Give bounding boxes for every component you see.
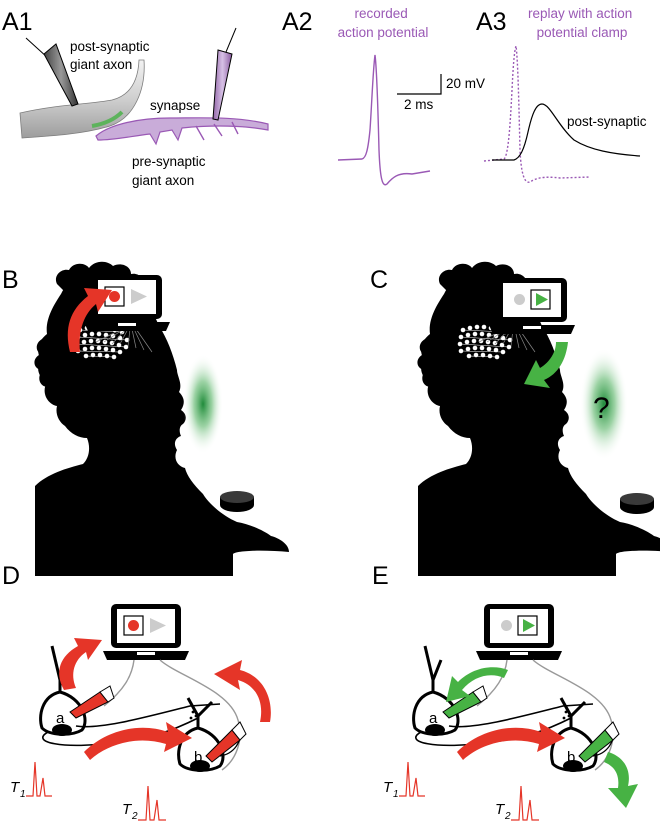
label-post-synaptic-trace: post-synaptic [567, 114, 647, 129]
green-glow [183, 354, 223, 454]
post-synaptic-trace [492, 103, 641, 161]
curved-arrow-icon [214, 660, 271, 722]
pre-synaptic-axon-illustration [95, 117, 269, 146]
record-button-icon [109, 291, 120, 302]
laptop-icon [489, 278, 575, 334]
panel-label-a2: A2 [282, 8, 313, 36]
cell-b-label: b [194, 749, 202, 766]
panel-a1: A1 post-synaptic giant axon synapse pre-… [2, 8, 269, 188]
post-synaptic-axon-illustration [19, 59, 145, 139]
title-a3: replay with action potential clamp [528, 6, 636, 40]
electrode-icon [69, 685, 115, 719]
cable-bundle [95, 328, 153, 353]
action-potential-clamp-trace [483, 45, 591, 183]
panel-a2: A2 recorded action potential 20 mV 2 ms [282, 6, 485, 186]
question-mark: ? [593, 392, 610, 425]
panel-label-e: E [372, 562, 389, 590]
scale-label-ms: 2 ms [404, 97, 434, 112]
curved-arrow-icon [524, 342, 568, 388]
t2-subscript: 2 [504, 811, 511, 822]
play-button-icon [523, 619, 535, 632]
record-button-icon [514, 294, 525, 305]
panel-label-b: B [2, 266, 19, 294]
green-glow [580, 348, 628, 460]
timing-trace-t1: T 1 [10, 761, 52, 800]
electrode-icon [578, 721, 620, 763]
panel-c: C ? [370, 261, 660, 576]
curved-arrow-icon [446, 667, 508, 702]
play-button-icon [536, 293, 548, 306]
electrode-icon [25, 37, 79, 107]
panel-label-a1: A1 [2, 8, 33, 36]
record-button-icon [128, 620, 139, 631]
label-pre-synaptic-axon: pre-synaptic giant axon [132, 154, 209, 188]
play-button-icon [150, 618, 166, 633]
timing-trace-t1: T 1 [383, 761, 425, 800]
curved-arrow-icon [84, 722, 192, 760]
curved-arrow-icon [457, 722, 565, 760]
title-a2: recorded action potential [338, 6, 429, 40]
panel-d: D a b T 1 T [2, 562, 271, 822]
laptop-icon [476, 604, 562, 660]
electrode-icon [205, 721, 247, 763]
panel-e: E a b T 1 T [372, 562, 638, 822]
play-button-icon [131, 289, 147, 304]
t1-subscript: 1 [20, 789, 26, 800]
laptop-icon [103, 604, 189, 660]
t1-subscript: 1 [393, 789, 399, 800]
wire [159, 659, 241, 771]
cell-a-label: a [56, 710, 65, 727]
t2-subscript: 2 [131, 811, 138, 822]
panel-b: B [2, 261, 289, 576]
curved-arrow-icon [67, 288, 112, 352]
t1-label: T [10, 779, 21, 796]
t2-label: T [122, 801, 133, 818]
scale-label-mv: 20 mV [446, 76, 485, 91]
cell-a-label: a [429, 710, 438, 727]
electrode-icon [212, 27, 237, 121]
recorded-action-potential-trace [337, 54, 431, 186]
label-synapse: synapse [150, 98, 200, 113]
timing-trace-t2: T 2 [122, 785, 166, 822]
label-post-synaptic-axon: post-synaptic giant axon [70, 39, 153, 72]
panel-label-d: D [2, 562, 20, 590]
panel-label-a3: A3 [476, 8, 507, 36]
cable-bundle [478, 328, 536, 353]
push-button-icon [220, 491, 254, 512]
push-button-icon [620, 493, 654, 514]
t2-label: T [495, 801, 506, 818]
t1-label: T [383, 779, 394, 796]
panel-label-c: C [370, 266, 388, 294]
curved-arrow-icon [604, 752, 638, 808]
panel-a3: A3 replay with action potential clamp po… [476, 6, 647, 183]
scale-bar: 20 mV 2 ms [397, 74, 485, 112]
timing-trace-t2: T 2 [495, 785, 539, 822]
cell-b-label: b [567, 749, 575, 766]
curved-arrow-icon [59, 638, 102, 690]
record-button-icon [501, 620, 512, 631]
electrode-icon [442, 685, 488, 719]
